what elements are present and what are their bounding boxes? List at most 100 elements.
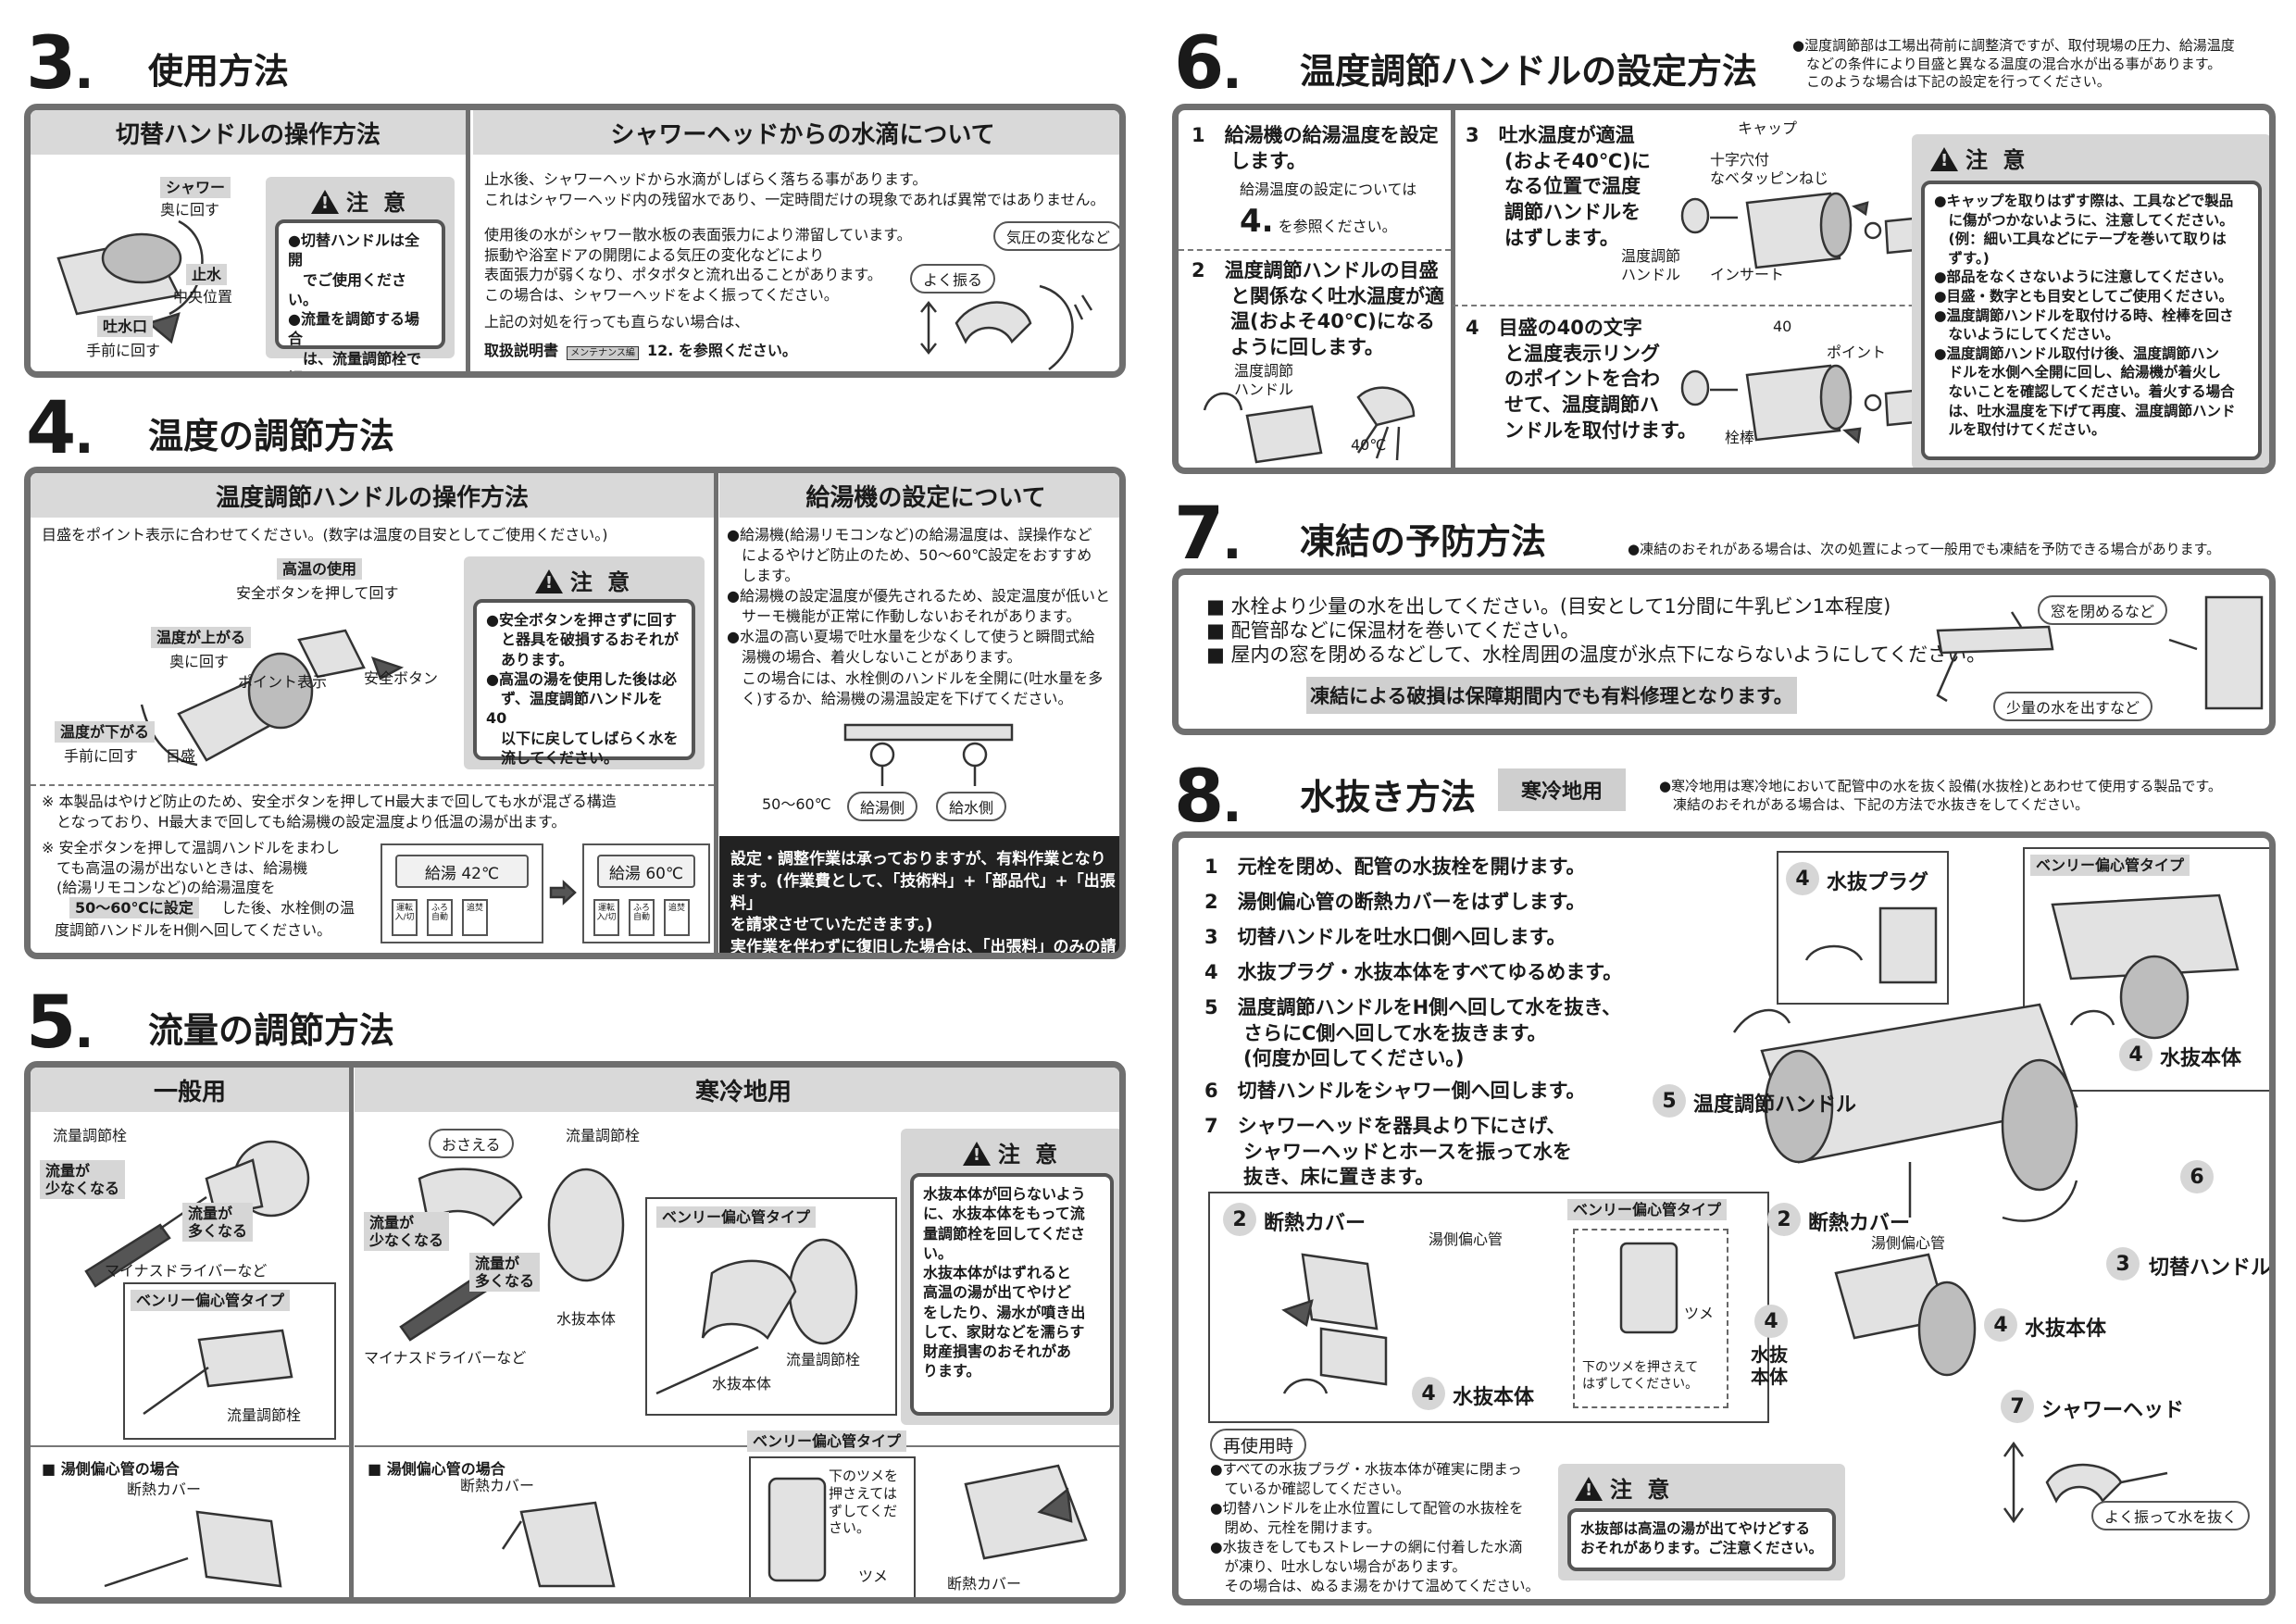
section-6-side-note: ●湿度調節部は工場出荷前に調整済ですが、取付現場の圧力、給湯温度 などの条件によ…: [1792, 37, 2235, 90]
general-use-header: 一般用: [31, 1068, 349, 1112]
cold-more-flow-tag: 流量が 多くなる: [469, 1253, 541, 1293]
reheat-button: 追焚: [462, 899, 488, 936]
caution-text: ●切替ハンドルは全開 でご使用ください。 ●流量を調節する場合 は、流量調節栓で…: [275, 219, 445, 371]
drip-paragraph-2: 使用後の水がシャワー散水板の表面張力により滞留しています。 振動や浴室ドアの開閉…: [484, 226, 912, 304]
section-4-number: 4.: [26, 387, 94, 470]
pressure-change-pill: 気圧の変化など: [993, 221, 1119, 251]
drain-step-2: 2 湯側偏心管の断熱カバーをはずします。: [1204, 891, 1586, 913]
step-2: 2 温度調節ハンドルの目盛 と関係なく吐水温度が適 温(およそ40℃)になる よ…: [1192, 259, 1444, 359]
temp-down-direction: 手前に回す: [64, 747, 139, 765]
drip-paragraph-1: 止水後、シャワーヘッドから水滴がしばらく落ちる事があります。 これはシャワーヘッ…: [484, 170, 1105, 208]
callout-3: 3: [2106, 1247, 2140, 1280]
drain-body-label: 水抜本体: [1453, 1386, 1535, 1409]
step-3-handle-label: 温度調節 ハンドル: [1621, 247, 1681, 283]
shower-direction: 奥に回す: [160, 201, 220, 219]
benry-insulation-illustration: [964, 1464, 1088, 1560]
caution-title: 注 意: [997, 1142, 1062, 1168]
section-4-caution: 注 意 ●安全ボタンを押さずに回す と器具を破損するおそれが あります。 ●高温…: [464, 556, 705, 769]
freeze-item-2: ■ 配管部などに保温材を巻いてください。: [1206, 619, 1580, 642]
cap-label: キャップ: [1738, 119, 1798, 137]
section-3-caution: 注 意 ●切替ハンドルは全開 でご使用ください。 ●流量を調節する場合 は、流量…: [266, 177, 455, 371]
less-flow-tag: 流量が 少なくなる: [40, 1160, 126, 1200]
section-8-caution: 注 意 水抜部は高温の湯が出てやけどする おそれがあります。ご注意ください。: [1558, 1464, 1845, 1580]
screw-label: 十字穴付 なベタッピンねじ: [1710, 151, 1829, 187]
section-7-number: 7.: [1174, 493, 1242, 576]
temp-up-tag: 温度が上がる: [151, 627, 252, 649]
driver-flow-illustration: [84, 1140, 310, 1288]
step-2-handle-label: 温度調節 ハンドル: [1234, 362, 1294, 398]
dashed-divider: [1179, 249, 1451, 251]
dashed-divider: [31, 784, 714, 786]
remote-display-after: 給湯 60℃ 運転 入/切 ふろ 自動 追焚: [582, 843, 710, 943]
benry-valve-illustration: [143, 1329, 293, 1416]
switch-handle-illustration: [56, 219, 204, 344]
hot-use-instruction: 安全ボタンを押して回す: [236, 584, 399, 602]
benry-box-cold: ベンリー偏心管タイプ 流量調節栓 水抜本体: [645, 1197, 897, 1416]
temp-handle-illustration: [140, 629, 405, 767]
section-7-panel: ■ 水栓より少量の水を出してください。(目安として1分間に牛乳ビン1本程度) ■…: [1172, 568, 2276, 735]
switch-handle-header: 切替ハンドルの操作方法: [31, 110, 466, 155]
warning-icon: [534, 569, 563, 593]
cold-driver-illustration: [399, 1168, 625, 1342]
section-3-panel: 切替ハンドルの操作方法 シャワーヘッドからの水滴について シャワー 奥に回す 止…: [24, 104, 1126, 378]
callout-6: 6: [2180, 1160, 2214, 1193]
cold-region-header: 寒冷地用: [355, 1068, 1119, 1112]
section-6-caution: 注 意 ●キャップを取りはずす際は、工具などで製品 に傷がつかないように、注意し…: [1912, 134, 2269, 468]
drain-step-6: 6 切替ハンドルをシャワー側へ回します。: [1204, 1080, 1586, 1102]
spout-tag: 吐水口: [97, 316, 154, 338]
section-3-title: 使用方法: [148, 51, 290, 92]
more-flow-tag: 流量が 多くなる: [182, 1203, 254, 1243]
benry-cover-illustration: [1834, 1253, 1977, 1377]
temp-setting-tag: 50～60℃に設定: [69, 897, 199, 919]
caution-title: 注 意: [345, 190, 410, 216]
divider: [355, 1445, 1119, 1447]
section-8-number: 8.: [1174, 756, 1242, 839]
section-5-caution: 注 意 水抜本体が回らないよう に、水抜本体をもって流 量調節栓を回してくださ …: [901, 1129, 1119, 1425]
cold-insulation-illustration: [501, 1501, 616, 1588]
claw-box: 下のツメを 押さえては ずしてくだ さい。 ツメ: [749, 1456, 916, 1597]
drain-plug-label: 水抜プラグ: [1827, 871, 1929, 894]
faucet-main-illustration: [1732, 1003, 2078, 1222]
bath-auto-button: ふろ 自動: [629, 899, 655, 936]
shower-head-label: シャワーヘッド: [2041, 1399, 2185, 1422]
temp-handle-header: 温度調節ハンドルの操作方法: [31, 473, 714, 518]
drain-step-7: 7 シャワーヘッドを器具より下にさげ、 シャワーヘッドとホースを振って水を 抜き…: [1204, 1115, 1572, 1189]
divider: [31, 1445, 349, 1447]
claw-illustration: [767, 1477, 827, 1582]
insulation-cover-illustration: [1281, 1253, 1388, 1394]
cold-less-flow-tag: 流量が 少なくなる: [364, 1212, 450, 1252]
caution-title: 注 意: [1610, 1477, 1674, 1503]
step-1-sub: 給湯温度の設定については: [1240, 181, 1417, 198]
display-screen: 給湯 60℃: [597, 855, 695, 888]
shower-drip-header: シャワーヘッドからの水滴について: [473, 110, 1119, 155]
drain-plug-box: 4 水抜プラグ: [1777, 851, 1949, 1005]
close-window-pill: 窓を閉めるなど: [2038, 595, 2168, 625]
drain-step-3: 3 切替ハンドルを吐水口側へ回します。: [1204, 926, 1566, 948]
insulation-cover-label: 断熱カバー: [127, 1480, 202, 1498]
benry-type-tag: ベンリー偏心管タイプ: [2030, 855, 2190, 877]
caution-title: 注 意: [569, 569, 634, 595]
benry-type-tag: ベンリー偏心管タイプ: [1567, 1199, 1728, 1221]
power-button: 運転 入/切: [392, 899, 418, 936]
forty-label: 40: [1773, 318, 1792, 335]
temp-intro: 目盛をポイント表示に合わせてください。(数字は温度の目安としてご使用ください。): [42, 526, 608, 543]
step-3-illustration: [1680, 192, 1927, 269]
cold-flow-valve-label: 流量調節栓: [566, 1127, 641, 1144]
cold-insulation-cover-label: 断熱カバー: [460, 1477, 535, 1494]
remote-setting-note: ※ 安全ボタンを押して温調ハンドルをまわし ても高温の湯が出ないときは、給湯機 …: [42, 839, 341, 897]
benry-type-tag-bottom: ベンリー偏心管タイプ: [747, 1430, 907, 1453]
benry-type-tag: ベンリー偏心管タイプ: [656, 1206, 817, 1229]
press-pill: おさえる: [429, 1129, 514, 1158]
cold-region-badge: 寒冷地用: [1498, 768, 1626, 811]
section-5-title: 流量の調節方法: [148, 1010, 395, 1051]
warning-icon: [962, 1142, 991, 1166]
shower-head-illustration: [920, 284, 1093, 370]
drip-paragraph-3: 上記の対処を行っても直らない場合は、: [484, 313, 750, 331]
callout-4: 4: [1984, 1308, 2017, 1342]
insulation-cover-right-label: 断熱カバー: [1808, 1212, 1911, 1235]
divider: [466, 110, 470, 371]
point-indicator-label: ポイント表示: [238, 673, 328, 691]
callout-5: 5: [1653, 1084, 1686, 1118]
freeze-item-1: ■ 水栓より少量の水を出してください。(目安として1分間に牛乳ビン1本程度): [1206, 595, 1891, 618]
benry-cold-drain-body: 水抜本体: [712, 1375, 772, 1393]
